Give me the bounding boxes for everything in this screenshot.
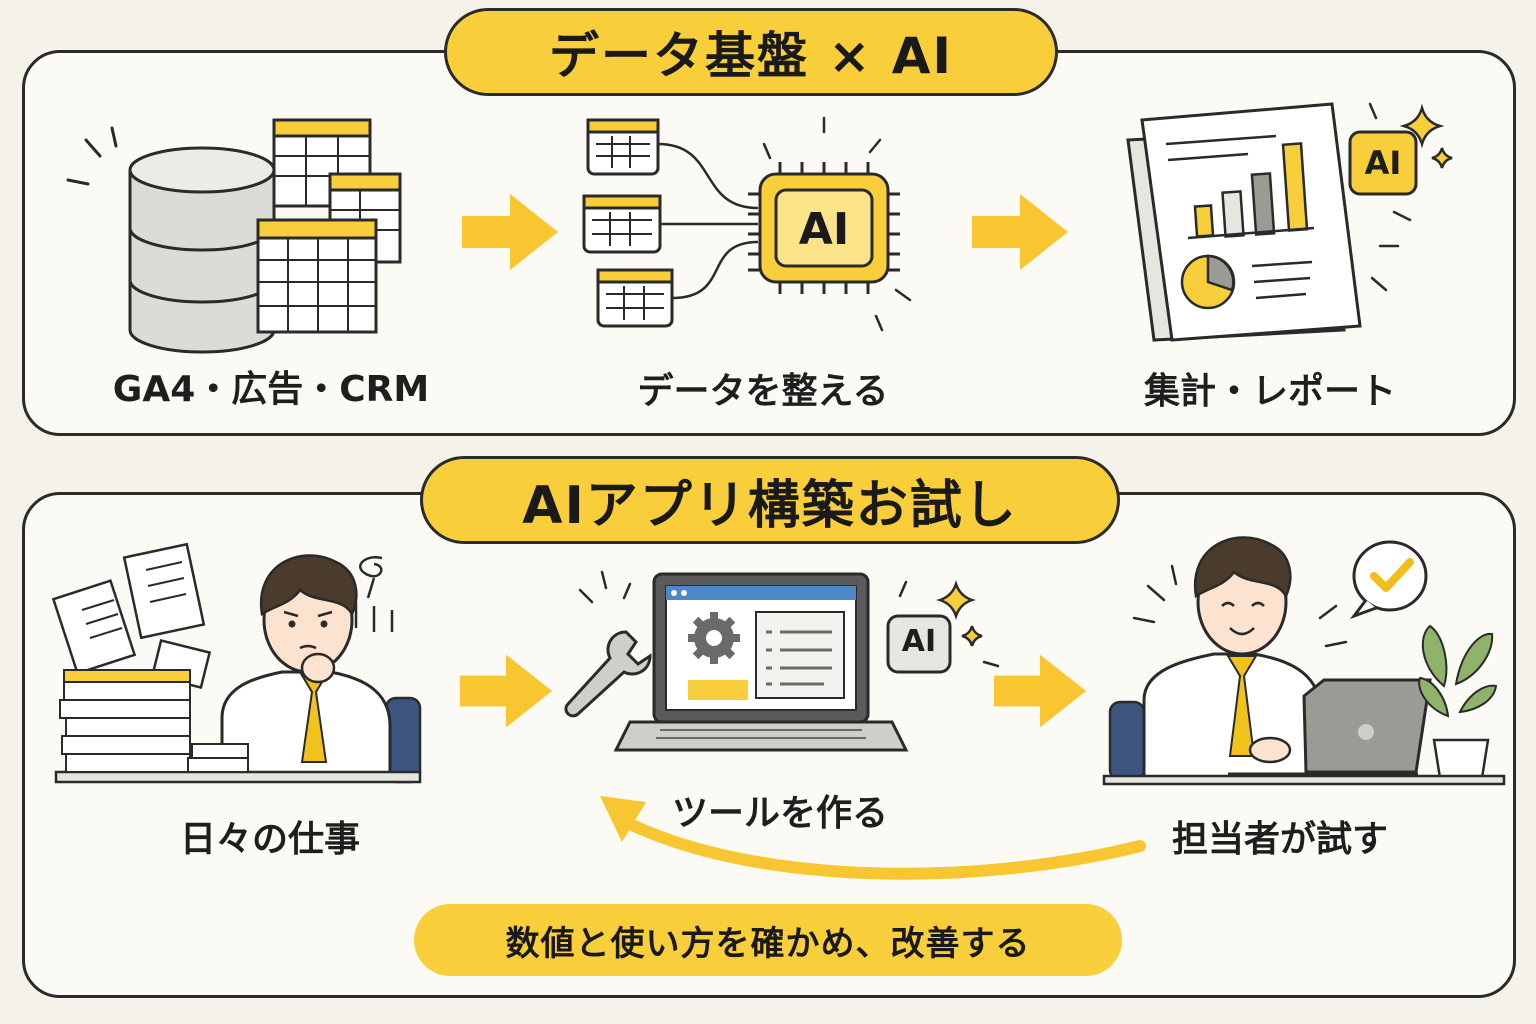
plant-icon [1418,624,1498,780]
step-try-label: 担当者が試す [1171,819,1388,860]
ai-app-trial-title: AIアプリ構築お試し [420,456,1120,544]
sparkle-icon [936,580,976,620]
arrow-right-icon [462,194,558,270]
happy-worker-illustration [1102,536,1506,786]
step-report-label: 集計・レポート [1143,371,1396,412]
database-icon [66,118,402,354]
step-build-tool-label: ツールを作る [671,793,888,834]
feedback-note: 数値と使い方を確かめ、改善する [414,904,1122,976]
step-organize-label: データを整える [637,371,889,412]
sparkle-icon [1431,147,1453,169]
sparkle-icon [961,625,983,647]
step-sources-label: GA4・広告・CRM [112,369,430,410]
report-ai-badge: AI [1364,144,1402,182]
check-bubble-icon [1349,540,1428,620]
arrow-right-icon [460,654,552,728]
feedback-arrow-icon [600,796,1146,880]
gear-icon [688,612,740,664]
data-platform-title: データ基盤 × AI [444,8,1058,96]
step-daily-work-label: 日々の仕事 [179,819,360,860]
wrench-icon [564,630,652,718]
ai-chip-label: AI [798,204,850,255]
report-icon [1126,102,1453,342]
tool-building-illustration [564,570,1000,752]
worried-worker-illustration [51,542,422,784]
data-organize-icon [582,116,912,332]
sparkle-icon [1399,103,1445,149]
arrow-right-icon [994,654,1086,728]
tool-ai-badge: AI [901,624,937,659]
arrow-right-icon [972,194,1068,270]
